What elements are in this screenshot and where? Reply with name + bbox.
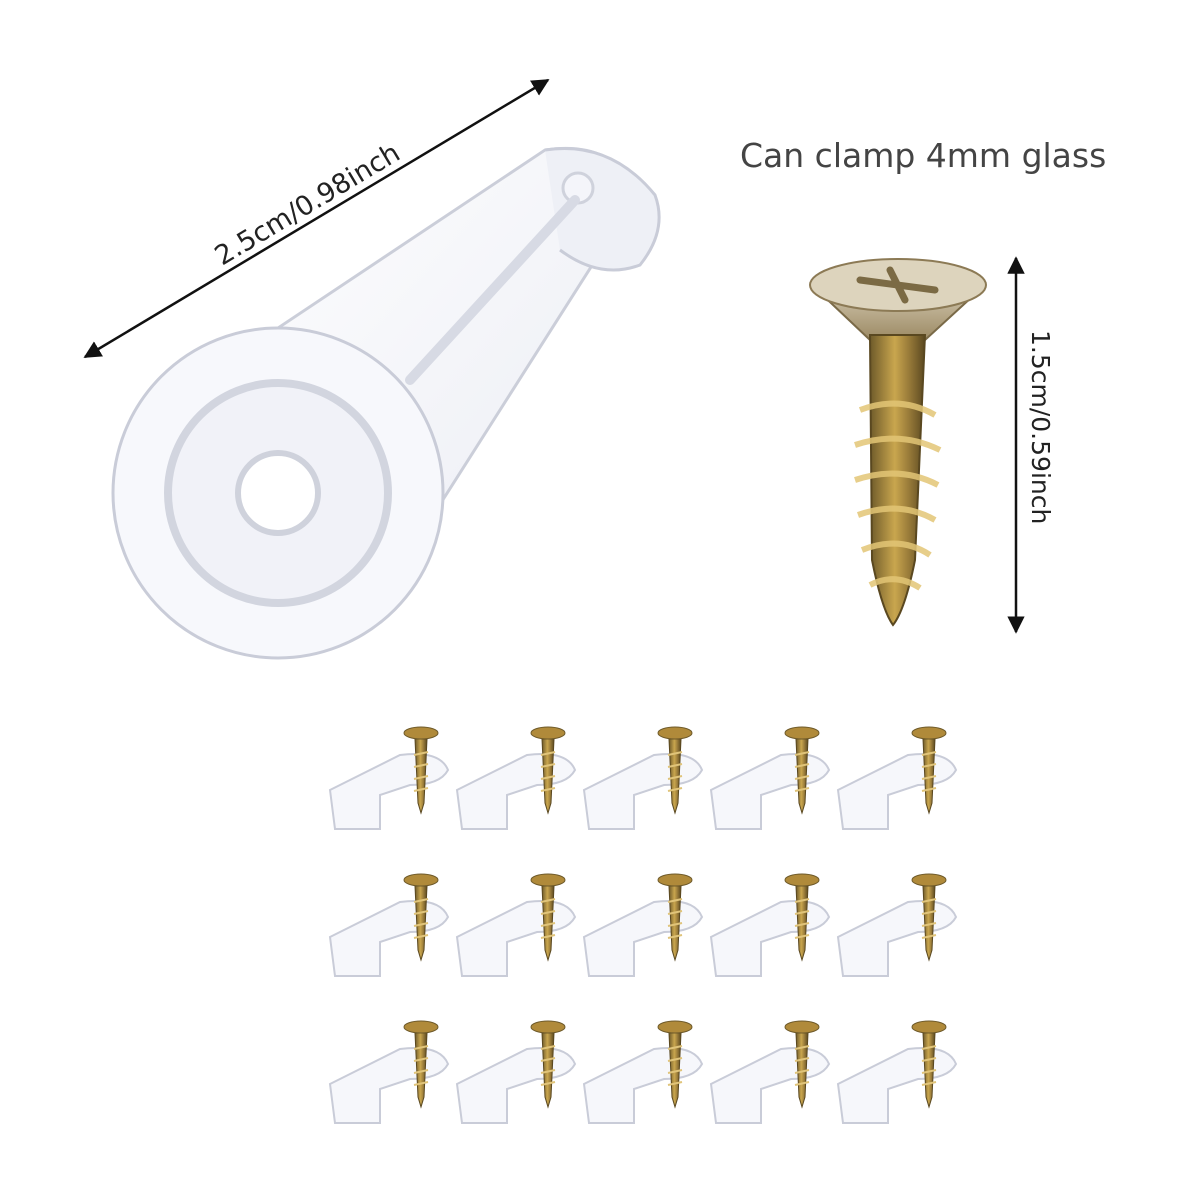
screw-length-dimension: 1.5cm/0.59inch [1007, 256, 1055, 634]
screw-closeup [809, 258, 987, 627]
clip-screw-set [836, 873, 958, 977]
clip-screw-set [328, 873, 450, 977]
screw-length-label: 1.5cm/0.59inch [1026, 330, 1055, 524]
clip-length-label: 2.5cm/0.98inch [210, 137, 406, 272]
glass-thickness-caption: Can clamp 4mm glass [740, 136, 1107, 175]
clip-screw-set [455, 1020, 577, 1124]
clip-screw-set-grid [328, 726, 958, 1124]
clip-screw-set [582, 726, 704, 830]
clip-screw-set [582, 873, 704, 977]
clip-screw-set [709, 873, 831, 977]
clip-screw-set [709, 726, 831, 830]
clip-screw-set [328, 1020, 450, 1124]
clip-screw-set [836, 1020, 958, 1124]
clip-screw-set [455, 726, 577, 830]
clip-screw-set [836, 726, 958, 830]
clip-screw-set [328, 726, 450, 830]
clip-screw-set [709, 1020, 831, 1124]
clip-screw-set [455, 873, 577, 977]
clip-screw-set [582, 1020, 704, 1124]
clip-closeup [111, 146, 661, 660]
